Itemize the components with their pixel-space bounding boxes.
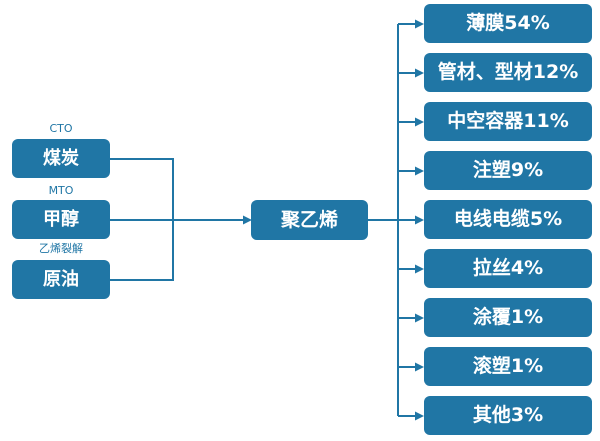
arrowheads (243, 19, 424, 421)
source-caption-cracking: 乙烯裂解 (39, 242, 83, 255)
node-polyethylene: 聚乙烯 (251, 200, 368, 240)
node-coal: 煤炭 (12, 139, 110, 178)
node-app-other: 其他3% (424, 396, 592, 435)
node-app-film: 薄膜54% (424, 4, 592, 43)
node-app-injection-molding: 注塑9% (424, 151, 592, 190)
node-app-hollow-container: 中空容器11% (424, 102, 592, 141)
source-caption-mto: MTO (48, 184, 74, 197)
node-crude-oil: 原油 (12, 260, 110, 299)
source-caption-cto: CTO (49, 122, 73, 135)
node-app-rotomolding: 滚塑1% (424, 347, 592, 386)
node-app-coating: 涂覆1% (424, 298, 592, 337)
node-methanol: 甲醇 (12, 200, 110, 239)
node-app-drawing: 拉丝4% (424, 249, 592, 288)
node-app-wire-cable: 电线电缆5% (424, 200, 592, 239)
node-app-pipe-profile: 管材、型材12% (424, 53, 592, 92)
